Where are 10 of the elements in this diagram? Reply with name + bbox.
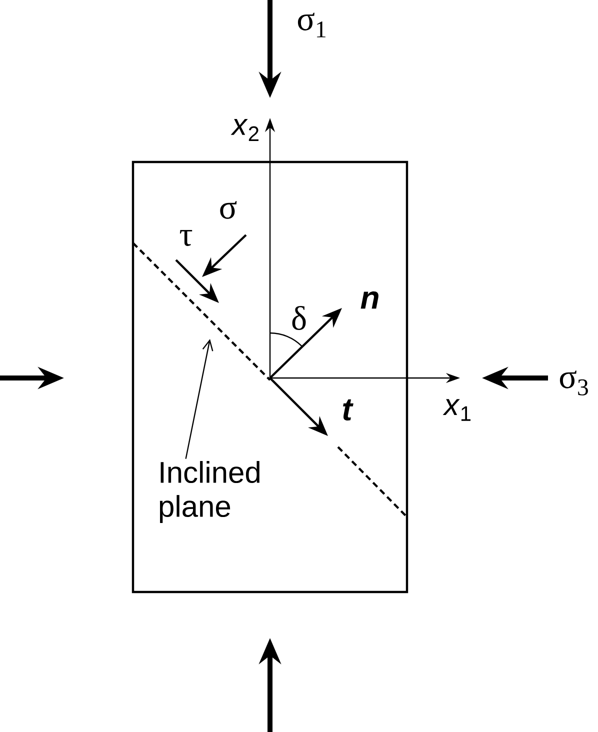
text-label: Inclined plane <box>160 461 260 523</box>
symbol-label: t <box>343 399 354 421</box>
symbol-label: σ$_{3}$ <box>560 370 588 396</box>
symbol-label: x$_{2}$ <box>230 119 258 141</box>
symbol-label: σ$_{1}$ <box>298 12 326 38</box>
symbol-label: n <box>360 291 378 309</box>
symbol-label: τ <box>180 230 192 246</box>
leader-line <box>185 339 214 459</box>
symbol-label: δ <box>292 306 306 330</box>
symbol-label: x$_{1}$ <box>442 399 470 421</box>
